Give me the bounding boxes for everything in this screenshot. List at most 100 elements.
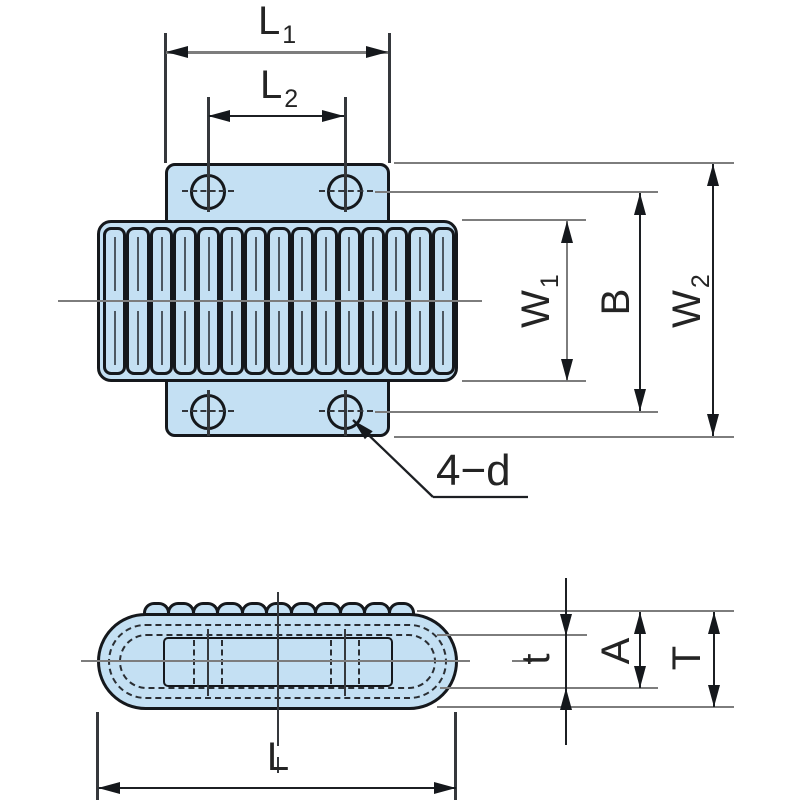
b-arrow-bottom [634, 389, 646, 411]
rib-line [324, 237, 327, 292]
l-extension-left [96, 712, 99, 800]
rib-line [371, 237, 374, 292]
w2-arrow-bottom [707, 414, 719, 436]
l2-arrow-right [322, 110, 344, 122]
l2-arrow-left [208, 110, 230, 122]
t-label: t [514, 653, 558, 665]
hole-centerline-h-top-right [319, 190, 373, 192]
rib-line [442, 310, 445, 365]
rib-line [301, 310, 304, 365]
big-t-arrow-bottom [708, 685, 720, 707]
w1-dimension-line [566, 221, 568, 381]
rib-line [254, 237, 257, 292]
l1-arrow-right [366, 46, 388, 58]
rib-line [137, 237, 140, 292]
w1-arrow-bottom [561, 359, 573, 381]
hole-centerline-v-bottom-right [344, 390, 347, 436]
l1-extension-right [388, 33, 391, 163]
b-arrow-top [634, 193, 646, 215]
a-dimension-line [639, 612, 642, 688]
l1-label: L1 [258, 0, 296, 49]
rib-line [184, 310, 187, 365]
rib-line [254, 310, 257, 365]
hidden-hole-edge-2 [221, 640, 223, 684]
rib-line [301, 237, 304, 292]
l2-dimension-line [209, 115, 344, 117]
rib-line [160, 237, 163, 292]
w2-extension-bottom [394, 436, 734, 438]
w2-dimension-line [712, 164, 715, 436]
rib-line [231, 237, 234, 292]
rib-line [395, 310, 398, 365]
rib-line [207, 310, 210, 365]
b-extension-top [375, 191, 658, 193]
rib-line [418, 237, 421, 292]
rib-line [418, 310, 421, 365]
hidden-hole-edge-1 [193, 640, 195, 684]
hole-centerline-h-top-left [182, 190, 234, 192]
w2-arrow-top [707, 164, 719, 186]
hole-count-label: 4−d [436, 446, 511, 495]
ext-pad-top [417, 610, 734, 612]
t-arrow-bottom [560, 688, 572, 710]
b-extension-bottom [375, 411, 658, 413]
a-arrow-top [634, 612, 646, 634]
rib-line [184, 237, 187, 292]
l-label: L [266, 735, 290, 779]
l-arrow-right [434, 782, 456, 794]
side-view-vertical-centerline [277, 592, 279, 746]
big-t-label: T [665, 645, 709, 671]
w1-arrow-top [561, 221, 573, 243]
w1-extension-top [462, 219, 586, 221]
l1-extension-left [164, 33, 167, 163]
rib-line [348, 237, 351, 292]
hole-centerline-v-top-right [344, 97, 347, 212]
side-view-horizontal-centerline [81, 660, 470, 662]
l2-label-base: L [260, 63, 283, 107]
t-arrow-top [560, 614, 572, 636]
rib-line [113, 237, 116, 292]
rib-line [278, 310, 281, 365]
rib-line [324, 310, 327, 365]
a-label: A [594, 637, 638, 665]
l2-label-sub: 2 [284, 85, 299, 113]
hole-centerline-h-bottom-right [319, 410, 373, 412]
t-dimension-line [565, 578, 567, 745]
hole-centerline-v-bottom-left [207, 390, 210, 436]
big-t-dimension-line [713, 612, 716, 707]
l-extension-right [454, 712, 457, 800]
side-view-vertical-centerline-dash [277, 757, 279, 773]
w2-extension-top [394, 162, 734, 164]
a-arrow-bottom [634, 666, 646, 688]
w1-extension-bottom [462, 380, 586, 382]
l1-arrow-left [166, 46, 188, 58]
l1-label-base: L [258, 0, 281, 43]
rib-line [113, 310, 116, 365]
ext-plate-top [437, 634, 587, 636]
hole-centerline-h-bottom-left [182, 410, 234, 412]
l-dimension-line [99, 787, 456, 790]
l2-label: L2 [260, 62, 298, 113]
l1-dimension-line [166, 51, 388, 54]
ext-plate-bottom [440, 687, 658, 689]
rib-line [207, 237, 210, 292]
side-hole-centerline-left [207, 629, 209, 696]
side-hole-centerline-right [344, 629, 346, 696]
rib-line [395, 237, 398, 292]
rib-line [371, 310, 374, 365]
rib-line [160, 310, 163, 365]
ext-pad-bottom [437, 706, 734, 708]
side-view-horizontal-centerline-dash [512, 660, 532, 662]
rib-line [348, 310, 351, 365]
rib-line [442, 237, 445, 292]
rib-line [137, 310, 140, 365]
hidden-hole-edge-3 [330, 640, 332, 684]
b-dimension-line [639, 193, 642, 411]
l-arrow-left [98, 782, 120, 794]
big-t-arrow-top [708, 612, 720, 634]
top-view-centerline [58, 300, 482, 302]
hole-centerline-v-top-left [207, 97, 210, 212]
rib-line [278, 237, 281, 292]
